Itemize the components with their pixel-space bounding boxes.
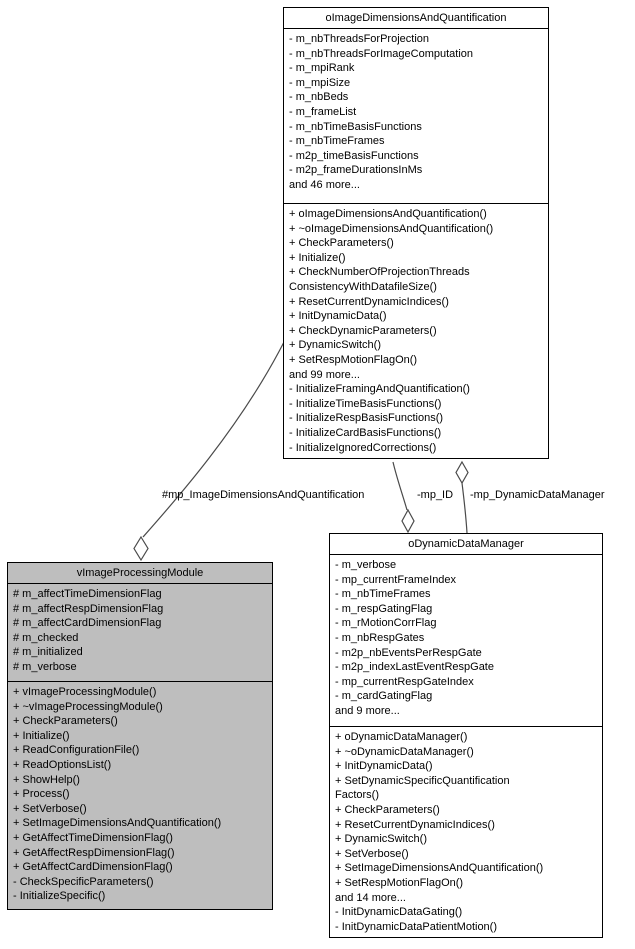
method-row: - InitializeIgnoredCorrections() xyxy=(289,441,437,454)
attribute-row: - m_mpiRank xyxy=(289,62,355,75)
attributes-compartment: - m_nbThreadsForProjection - m_nbThreadsF… xyxy=(284,29,548,203)
aggregation-diamond-icon xyxy=(455,460,469,485)
class-title: oImageDimensionsAndQuantification xyxy=(284,8,548,29)
aggregation-diamond-icon xyxy=(133,535,149,562)
method-row: + ~oImageDimensionsAndQuantification() xyxy=(289,222,494,235)
method-row: + CheckNumberOfProjectionThreads xyxy=(289,266,470,279)
method-row: + GetAffectRespDimensionFlag() xyxy=(13,846,175,859)
method-row: and 99 more... xyxy=(289,368,360,381)
methods-compartment: + vImageProcessingModule() + ~vImageProce… xyxy=(8,681,272,909)
attribute-row: - m_nbRespGates xyxy=(335,631,425,644)
edge-label-mp-dynamic-data-manager: -mp_DynamicDataManager xyxy=(470,489,605,501)
attribute-row: # m_verbose xyxy=(13,660,77,673)
attribute-row: - m_rMotionCorrFlag xyxy=(335,617,437,630)
method-row: + SetImageDimensionsAndQuantification() xyxy=(335,862,544,875)
aggregation-edge-mp-dynamic-data-manager xyxy=(461,482,468,534)
aggregation-diamond-icon xyxy=(401,508,415,534)
attribute-row: - m_nbThreadsForProjection xyxy=(289,33,430,45)
method-row: + SetRespMotionFlagOn() xyxy=(289,353,418,366)
attributes-compartment: - m_verbose - mp_currentFrameIndex - m_nbT… xyxy=(330,555,602,726)
method-row: + CheckParameters() xyxy=(289,237,394,250)
method-row: + CheckParameters() xyxy=(335,803,440,816)
class-title: oDynamicDataManager xyxy=(330,534,602,555)
method-row: + ~vImageProcessingModule() xyxy=(13,700,163,713)
attribute-row: - m_nbTimeBasisFunctions xyxy=(289,120,422,133)
attribute-row: # m_affectCardDimensionFlag xyxy=(13,617,162,630)
attribute-row: - m2p_indexLastEventRespGate xyxy=(335,661,494,674)
method-row: + SetImageDimensionsAndQuantification() xyxy=(13,817,222,830)
method-row: - InitializeSpecific() xyxy=(13,890,106,903)
method-row: + SetVerbose() xyxy=(335,847,409,860)
method-row: - InitializeRespBasisFunctions() xyxy=(289,412,444,425)
class-title: vImageProcessingModule xyxy=(8,563,272,584)
attribute-row: - m_respGatingFlag xyxy=(335,602,433,615)
method-row: + DynamicSwitch() xyxy=(289,339,381,352)
method-row: - CheckSpecificParameters() xyxy=(13,875,154,888)
edge-label-mp-id: -mp_ID xyxy=(417,489,454,501)
method-row: + CheckParameters() xyxy=(13,715,118,728)
method-row: + Process() xyxy=(13,788,70,801)
attribute-row: # m_affectTimeDimensionFlag xyxy=(13,588,162,600)
class-box-image-processing-module: vImageProcessingModule # m_affectTimeDim… xyxy=(7,562,273,910)
attribute-row: - m_nbBeds xyxy=(289,91,349,104)
attribute-row: - m_frameList xyxy=(289,105,357,118)
attribute-row: - m2p_timeBasisFunctions xyxy=(289,149,419,162)
method-row: + vImageProcessingModule() xyxy=(13,686,157,698)
method-row: and 14 more... xyxy=(335,891,406,904)
method-row: + ResetCurrentDynamicIndices() xyxy=(289,295,449,308)
attribute-row: - m_nbThreadsForImageComputation xyxy=(289,47,474,60)
method-row: - InitDynamicDataGating() xyxy=(335,906,463,919)
method-row: - InitializeFramingAndQuantification() xyxy=(289,383,470,396)
method-row: - InitDynamicDataPatientMotion() xyxy=(335,920,498,933)
method-row: + ReadConfigurationFile() xyxy=(13,744,140,757)
attribute-row: # m_affectRespDimensionFlag xyxy=(13,602,164,615)
methods-compartment: + oImageDimensionsAndQuantification() + ~… xyxy=(284,203,548,458)
method-row: + ResetCurrentDynamicIndices() xyxy=(335,818,495,831)
method-row: Factors() xyxy=(335,789,379,802)
method-row: - InitializeTimeBasisFunctions() xyxy=(289,397,442,410)
method-row: + SetVerbose() xyxy=(13,802,87,815)
method-row: + ~oDynamicDataManager() xyxy=(335,745,474,758)
method-row: + DynamicSwitch() xyxy=(335,833,427,846)
method-row: + Initialize() xyxy=(13,729,70,742)
attribute-row: and 46 more... xyxy=(289,178,360,191)
attribute-row: - m_nbTimeFrames xyxy=(289,135,385,148)
method-row: ConsistencyWithDatafileSize() xyxy=(289,280,437,293)
method-row: + CheckDynamicParameters() xyxy=(289,324,437,337)
aggregation-edge-mp-id xyxy=(392,461,408,511)
class-box-image-dimensions-and-quantification: oImageDimensionsAndQuantification - m_nb… xyxy=(283,7,549,459)
method-row: + GetAffectTimeDimensionFlag() xyxy=(13,831,173,844)
method-row: + InitDynamicData() xyxy=(289,310,387,323)
attribute-row: - mp_currentRespGateIndex xyxy=(335,675,474,688)
method-row: + ShowHelp() xyxy=(13,773,80,786)
attribute-row: and 9 more... xyxy=(335,704,400,717)
class-box-dynamic-data-manager: oDynamicDataManager - m_verbose - mp_curr… xyxy=(329,533,603,938)
method-row: + SetRespMotionFlagOn() xyxy=(335,876,464,889)
method-row: - InitializeCardBasisFunctions() xyxy=(289,426,442,439)
method-row: + Initialize() xyxy=(289,251,346,264)
attribute-row: - m2p_nbEventsPerRespGate xyxy=(335,646,482,659)
methods-compartment: + oDynamicDataManager() + ~oDynamicDataMa… xyxy=(330,726,602,937)
attribute-row: - m2p_frameDurationsInMs xyxy=(289,164,423,177)
attribute-row: # m_initialized xyxy=(13,646,83,659)
edge-label-mp-image-dimensions-and-quantification: #mp_ImageDimensionsAndQuantification xyxy=(162,489,365,501)
attribute-row: # m_checked xyxy=(13,631,79,644)
method-row: + oDynamicDataManager() xyxy=(335,731,468,743)
attribute-row: - m_cardGatingFlag xyxy=(335,690,433,703)
aggregation-edge-mp-image-dimensions xyxy=(142,341,285,538)
attribute-row: - m_mpiSize xyxy=(289,76,351,89)
attribute-row: - mp_currentFrameIndex xyxy=(335,573,457,586)
attribute-row: - m_verbose xyxy=(335,559,397,571)
attributes-compartment: # m_affectTimeDimensionFlag # m_affectRes… xyxy=(8,584,272,681)
method-row: + ReadOptionsList() xyxy=(13,758,112,771)
method-row: + InitDynamicData() xyxy=(335,760,433,773)
method-row: + GetAffectCardDimensionFlag() xyxy=(13,861,173,874)
method-row: + SetDynamicSpecificQuantification xyxy=(335,774,510,787)
method-row: + oImageDimensionsAndQuantification() xyxy=(289,208,487,220)
attribute-row: - m_nbTimeFrames xyxy=(335,588,431,601)
